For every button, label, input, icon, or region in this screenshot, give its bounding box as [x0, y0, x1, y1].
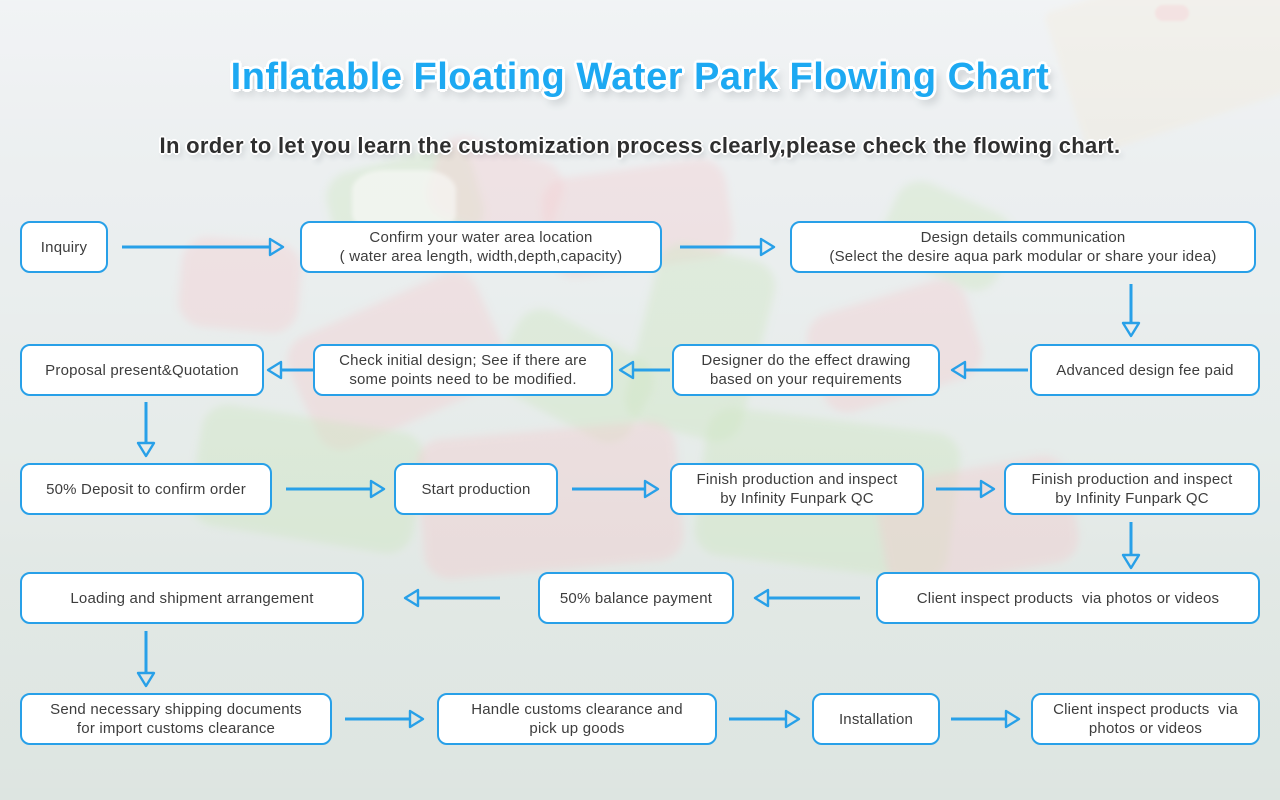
step-label: Advanced design fee paid [1056, 361, 1234, 379]
flow-step-advanced-design-fee-paid: Advanced design fee paid [1030, 344, 1260, 396]
page-title: Inflatable Floating Water Park Flowing C… [230, 56, 1050, 98]
flow-arrow-down-icon [136, 402, 156, 458]
flow-step-confirm-water-area: Confirm your water area location ( water… [300, 221, 662, 273]
step-label: Finish production and inspect [1031, 471, 1233, 488]
flow-arrow-right-icon [345, 709, 425, 729]
flow-step-balance-payment: 50% balance payment [538, 572, 734, 624]
step-label: 50% Deposit to confirm order [46, 480, 246, 498]
flow-arrow-right-icon [951, 709, 1021, 729]
flow-step-deposit-to-confirm-order: 50% Deposit to confirm order [20, 463, 272, 515]
flow-step-loading-shipment-arrangement: Loading and shipment arrangement [20, 572, 364, 624]
flow-arrow-left-icon [266, 360, 313, 380]
flow-step-handle-customs-clearance: Handle customs clearance and pick up goo… [437, 693, 717, 745]
step-label: based on your requirements [710, 371, 902, 388]
flow-arrow-right-icon [572, 479, 660, 499]
flow-arrow-down-icon [1121, 284, 1141, 338]
step-label: some points need to be modified. [349, 371, 577, 388]
flow-step-client-inspect-final: Client inspect products via photos or vi… [1031, 693, 1260, 745]
step-label: by Infinity Funpark QC [720, 490, 874, 507]
step-label: (Select the desire aqua park modular or … [829, 248, 1217, 265]
flow-step-finish-production-qc-2: Finish production and inspect by Infinit… [1004, 463, 1260, 515]
step-label: Finish production and inspect [696, 471, 898, 488]
step-label: Installation [838, 710, 914, 728]
step-label: Check initial design; See if there are [339, 352, 587, 369]
flow-arrow-left-icon [950, 360, 1028, 380]
flow-arrow-right-icon [122, 237, 285, 257]
flow-arrow-left-icon [618, 360, 670, 380]
flow-step-check-initial-design: Check initial design; See if there are s… [313, 344, 613, 396]
step-label: 50% balance payment [559, 589, 713, 607]
step-label: photos or videos [1088, 720, 1203, 737]
flow-arrow-right-icon [680, 237, 776, 257]
step-label: ( water area length, width,depth,capacit… [339, 248, 623, 265]
flow-step-start-production: Start production [394, 463, 558, 515]
flow-step-inquiry: Inquiry [20, 221, 108, 273]
step-label: Client inspect products via photos or vi… [916, 589, 1220, 607]
step-label: Handle customs clearance and [471, 701, 683, 718]
step-label: Inquiry [40, 238, 88, 256]
step-label: Design details communication [920, 229, 1126, 246]
step-label: pick up goods [529, 720, 625, 737]
flow-arrow-down-icon [1121, 522, 1141, 570]
flow-arrow-left-icon [753, 588, 860, 608]
flow-step-design-details-communication: Design details communication (Select the… [790, 221, 1256, 273]
step-label: Designer do the effect drawing [701, 352, 911, 369]
flow-arrow-right-icon [286, 479, 386, 499]
page-subtitle: In order to let you learn the customizat… [159, 133, 1121, 158]
step-label: Client inspect products via [1053, 701, 1238, 718]
flow-arrow-right-icon [729, 709, 801, 729]
flow-step-send-shipping-documents: Send necessary shipping documents for im… [20, 693, 332, 745]
flow-arrow-left-icon [403, 588, 500, 608]
flow-arrow-right-icon [936, 479, 996, 499]
step-label: Start production [421, 480, 531, 498]
flow-arrow-down-icon [136, 631, 156, 688]
step-label: by Infinity Funpark QC [1055, 490, 1209, 507]
flow-step-designer-effect-drawing: Designer do the effect drawing based on … [672, 344, 940, 396]
step-label: Proposal present&Quotation [45, 361, 239, 379]
step-label: for import customs clearance [76, 720, 276, 737]
step-label: Send necessary shipping documents [50, 701, 302, 718]
flow-step-proposal-present-quotation: Proposal present&Quotation [20, 344, 264, 396]
step-label: Loading and shipment arrangement [70, 589, 314, 607]
flow-step-finish-production-qc-1: Finish production and inspect by Infinit… [670, 463, 924, 515]
flow-step-client-inspect-photos-videos: Client inspect products via photos or vi… [876, 572, 1260, 624]
flow-step-installation: Installation [812, 693, 940, 745]
step-label: Confirm your water area location [369, 229, 593, 246]
